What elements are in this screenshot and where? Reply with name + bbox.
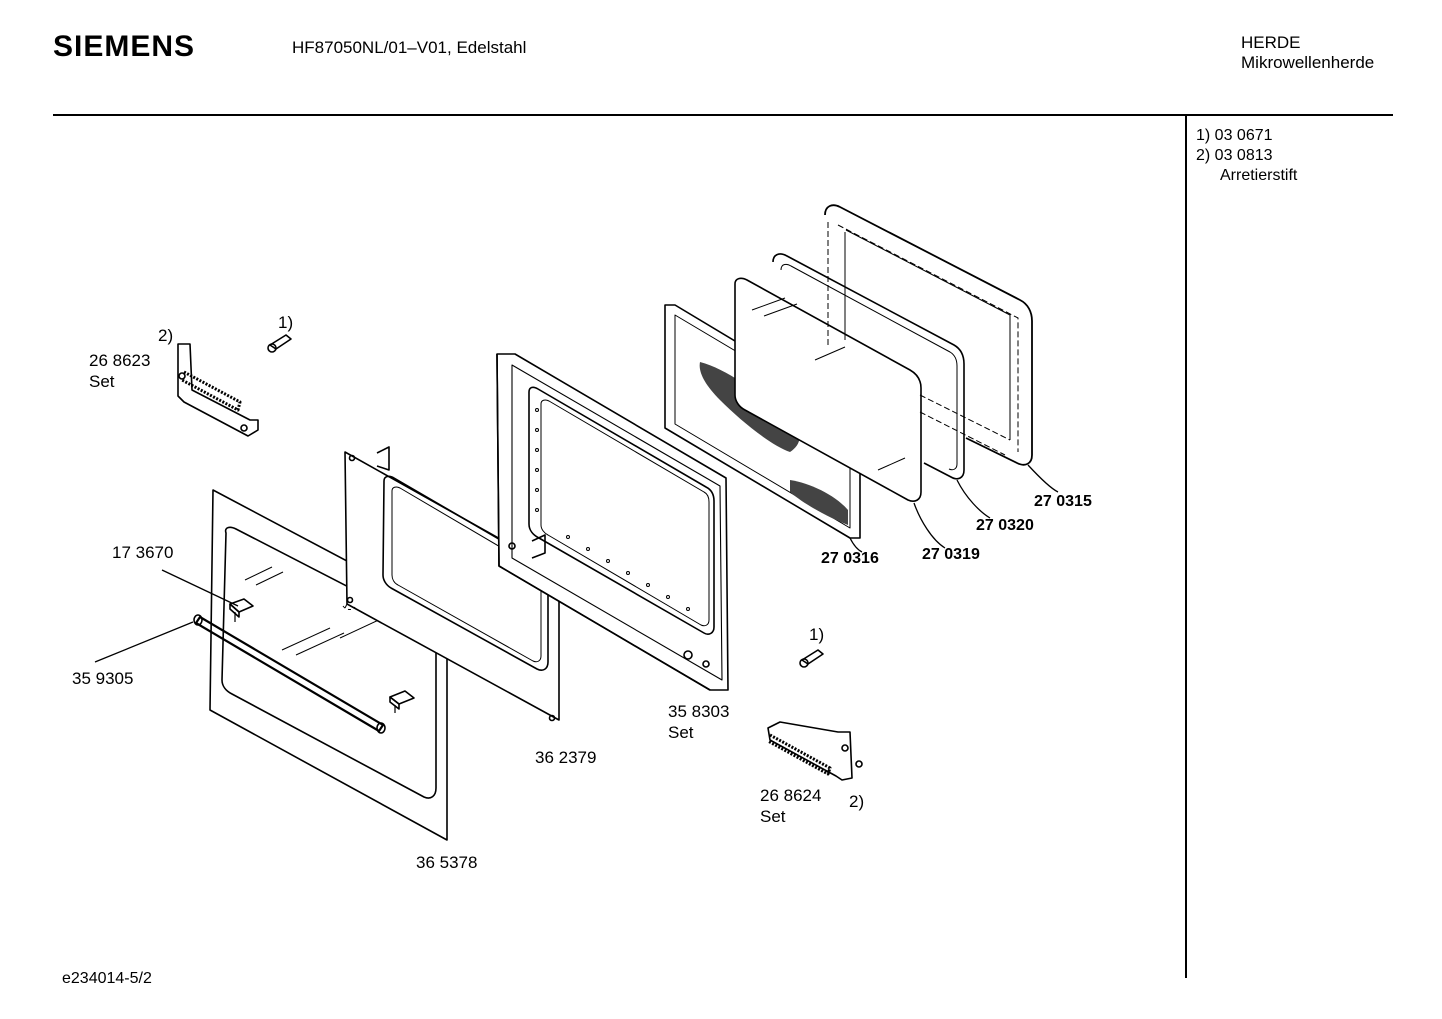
label-270315: 27 0315 — [1034, 493, 1092, 510]
label-268623-set: Set — [89, 372, 115, 391]
label-270319: 27 0319 — [922, 546, 980, 563]
footnotes: 1) 03 0671 2) 03 0813 Arretierstift — [1196, 126, 1297, 186]
outer-gasket-frame — [824, 204, 1033, 466]
glass-pane — [734, 277, 922, 502]
pin-top — [267, 334, 292, 353]
label-362379: 36 2379 — [535, 748, 597, 767]
header-divider — [53, 114, 1393, 116]
left-hinge — [177, 343, 259, 437]
brand-logo: SIEMENS — [53, 30, 196, 63]
door-frame — [496, 353, 729, 691]
label-pin-bottom-note: 1) — [809, 625, 825, 644]
label-270316: 27 0316 — [821, 550, 879, 567]
right-hinge — [767, 721, 863, 781]
label-left-hinge-note: 2) — [158, 326, 174, 345]
door-handle — [193, 598, 415, 734]
subcategory-label: Mikrowellenherde — [1241, 53, 1375, 72]
footnote-2: 2) 03 0813 — [1196, 147, 1273, 164]
label-365378: 36 5378 — [416, 853, 478, 872]
document-code: e234014-5/2 — [62, 970, 152, 987]
model-title: HF87050NL/01–V01, Edelstahl — [292, 38, 527, 57]
pin-bottom — [799, 649, 824, 668]
label-pin-top-note: 1) — [278, 313, 294, 332]
category-block: HERDE Mikrowellenherde — [1241, 33, 1374, 73]
label-358303: 35 8303 — [668, 702, 730, 721]
leader-359305 — [94, 621, 194, 663]
label-268624: 26 8624 — [760, 786, 822, 805]
notes-divider — [1185, 116, 1187, 978]
label-358303-set: Set — [668, 723, 694, 742]
leader-173670 — [161, 569, 239, 607]
label-268623: 26 8623 — [89, 351, 151, 370]
label-268624-set: Set — [760, 807, 786, 826]
seal-frame — [772, 253, 965, 480]
label-270320: 27 0320 — [976, 517, 1034, 534]
label-359305: 35 9305 — [72, 669, 134, 688]
category-label: HERDE — [1241, 33, 1301, 52]
footnote-1: 1) 03 0671 — [1196, 127, 1273, 144]
inner-glass-frame — [342, 446, 560, 722]
footnote-2-desc: Arretierstift — [1220, 167, 1298, 184]
label-173670: 17 3670 — [112, 543, 174, 562]
label-right-hinge-note: 2) — [849, 792, 865, 811]
